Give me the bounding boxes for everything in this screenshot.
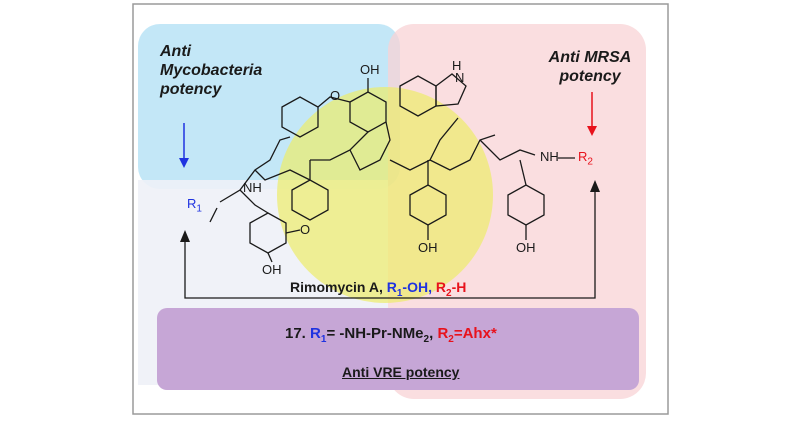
anti-vre-label: Anti VRE potency bbox=[342, 364, 460, 380]
oh-top-label: OH bbox=[360, 62, 380, 77]
region-vancomycin-core bbox=[277, 87, 493, 303]
r1-symbol: R bbox=[187, 196, 197, 211]
o-ring-label: O bbox=[300, 222, 311, 237]
region-vre bbox=[157, 308, 639, 390]
r2-subscript: 2 bbox=[587, 156, 593, 168]
compound-r1: R1-OH, bbox=[386, 279, 432, 299]
oh-bottom-left-label: OH bbox=[262, 262, 282, 277]
anti-mycobacteria-line1: Anti bbox=[160, 43, 192, 60]
n-indole-label: N bbox=[455, 70, 465, 85]
anti-mrsa-line1: Anti MRSA bbox=[548, 49, 632, 66]
analog-17-label: 17. R1= -NH-Pr-NMe2, R2=Ahx* bbox=[285, 325, 497, 345]
analog-sep: , bbox=[429, 325, 438, 342]
anti-mrsa-label: Anti MRSA potency bbox=[525, 48, 655, 86]
nh-text: NH bbox=[540, 149, 559, 164]
compound-r2: R2-H bbox=[435, 279, 467, 299]
r2-label: R2 bbox=[578, 149, 593, 168]
analog-r1-value: = -NH-Pr-NMe2 bbox=[326, 325, 430, 345]
arrow-head-left bbox=[180, 230, 190, 242]
analog-prefix: 17. bbox=[285, 325, 311, 342]
anti-mycobacteria-label: Anti Mycobacteria potency bbox=[160, 42, 262, 99]
molecule-skeleton bbox=[209, 73, 575, 263]
analog-r1: R1 bbox=[310, 325, 327, 345]
anti-mycobacteria-line2: Mycobacteria bbox=[160, 62, 263, 79]
r2-symbol: R bbox=[578, 149, 588, 164]
anti-mycobacteria-line3: potency bbox=[160, 81, 222, 98]
blue-arrow-head bbox=[179, 158, 189, 168]
nh-indole-label: H bbox=[452, 58, 462, 73]
oh-bottom-right-label: OH bbox=[516, 240, 536, 255]
analog-r2: R2=Ahx* bbox=[437, 325, 497, 345]
compound-label: Rimomycin A, R1-OH, R2-H bbox=[290, 279, 466, 299]
nh-r2-label: NH bbox=[540, 149, 559, 164]
r1-label: R1 bbox=[187, 196, 202, 215]
arrow-head-right bbox=[590, 180, 600, 192]
red-arrow-head bbox=[587, 126, 597, 136]
oh-bottom-mid-label: OH bbox=[418, 240, 438, 255]
nh-left-label: NH bbox=[243, 180, 262, 195]
anti-mrsa-line2: potency bbox=[559, 68, 621, 85]
o-ether-label: O bbox=[330, 88, 341, 103]
r1-subscript: 1 bbox=[196, 203, 202, 215]
compound-name: Rimomycin A, bbox=[290, 279, 383, 295]
connector-arrows bbox=[184, 190, 596, 299]
